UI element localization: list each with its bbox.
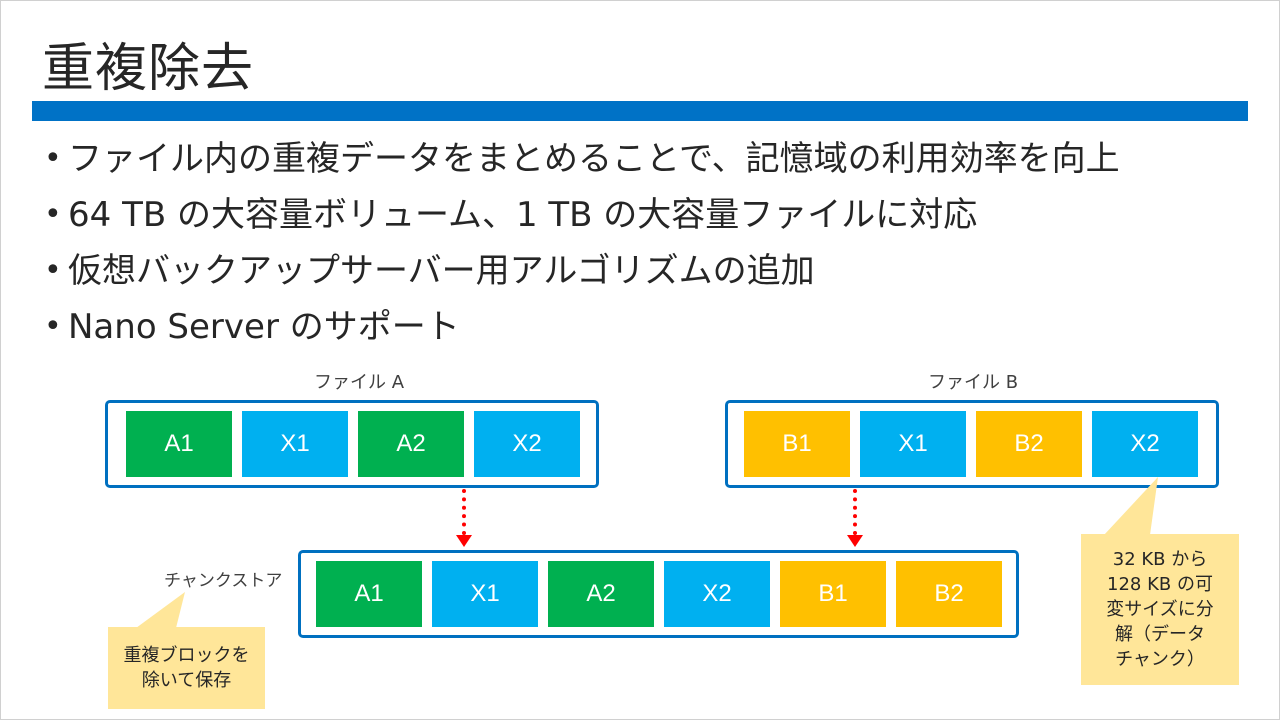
callout-right: 32 KB から 128 KB の可 変サイズに分 解（データ チャンク） bbox=[1081, 534, 1239, 685]
file-b-block-b2: B2 bbox=[976, 411, 1082, 477]
file-b-block-x1: X1 bbox=[860, 411, 966, 477]
bullet-dot-icon: • bbox=[44, 197, 62, 232]
callout-right-line: チャンク） bbox=[1115, 649, 1205, 670]
chunk-block-x2: X2 bbox=[664, 561, 770, 627]
file-b-block-b1: B1 bbox=[744, 411, 850, 477]
bullet-list: •ファイル内の重複データをまとめることで、記憶域の利用効率を向上 •64 TB … bbox=[44, 136, 1120, 360]
bullet-text: 仮想バックアップサーバー用アルゴリズムの追加 bbox=[68, 251, 815, 291]
callout-right-tail bbox=[1104, 477, 1158, 535]
bullet-item: •仮想バックアップサーバー用アルゴリズムの追加 bbox=[44, 248, 1120, 304]
file-a-block-x1: X1 bbox=[242, 411, 348, 477]
chunk-block-a1: A1 bbox=[316, 561, 422, 627]
file-a-block-a2: A2 bbox=[358, 411, 464, 477]
bullet-item: •Nano Server のサポート bbox=[44, 304, 1120, 360]
callout-left: 重複ブロックを 除いて保存 bbox=[108, 627, 265, 709]
arrow-down-icon bbox=[847, 535, 863, 547]
bullet-dot-icon: • bbox=[44, 141, 62, 176]
dedup-arrow-b-line bbox=[853, 489, 857, 535]
arrow-down-icon bbox=[456, 535, 472, 547]
callout-left-line: 除いて保存 bbox=[141, 670, 232, 691]
bullet-dot-icon: • bbox=[44, 309, 62, 344]
bullet-text: Nano Server のサポート bbox=[68, 307, 460, 347]
dedup-arrow-a-line bbox=[462, 489, 466, 535]
bullet-item: •64 TB の大容量ボリューム、1 TB の大容量ファイルに対応 bbox=[44, 192, 1120, 248]
file-b-block-x2: X2 bbox=[1092, 411, 1198, 477]
title-accent-bar bbox=[32, 101, 1248, 121]
file-a-block-x2: X2 bbox=[474, 411, 580, 477]
bullet-text: 64 TB の大容量ボリューム、1 TB の大容量ファイルに対応 bbox=[68, 195, 978, 235]
chunk-block-b2: B2 bbox=[896, 561, 1002, 627]
file-a-group: A1 X1 A2 X2 bbox=[105, 400, 599, 488]
file-a-block-a1: A1 bbox=[126, 411, 232, 477]
callout-right-line: 128 KB の可 bbox=[1107, 574, 1213, 595]
callout-right-line: 変サイズに分 bbox=[1106, 599, 1214, 620]
chunk-block-x1: X1 bbox=[432, 561, 538, 627]
callout-right-line: 32 KB から bbox=[1112, 549, 1208, 570]
file-a-label: ファイル A bbox=[314, 372, 405, 393]
callout-left-tail bbox=[136, 592, 185, 628]
chunk-block-a2: A2 bbox=[548, 561, 654, 627]
chunk-store-group: A1 X1 A2 X2 B1 B2 bbox=[298, 550, 1019, 638]
file-b-label: ファイル B bbox=[928, 372, 1019, 393]
slide-title: 重複除去 bbox=[42, 39, 255, 99]
callout-right-line: 解（データ bbox=[1115, 624, 1205, 645]
bullet-text: ファイル内の重複データをまとめることで、記憶域の利用効率を向上 bbox=[68, 139, 1120, 179]
chunk-block-b1: B1 bbox=[780, 561, 886, 627]
file-b-group: B1 X1 B2 X2 bbox=[725, 400, 1219, 488]
bullet-dot-icon: • bbox=[44, 253, 62, 288]
callout-left-line: 重複ブロックを bbox=[123, 645, 250, 666]
chunk-store-label: チャンクストア bbox=[164, 571, 283, 591]
bullet-item: •ファイル内の重複データをまとめることで、記憶域の利用効率を向上 bbox=[44, 136, 1120, 192]
